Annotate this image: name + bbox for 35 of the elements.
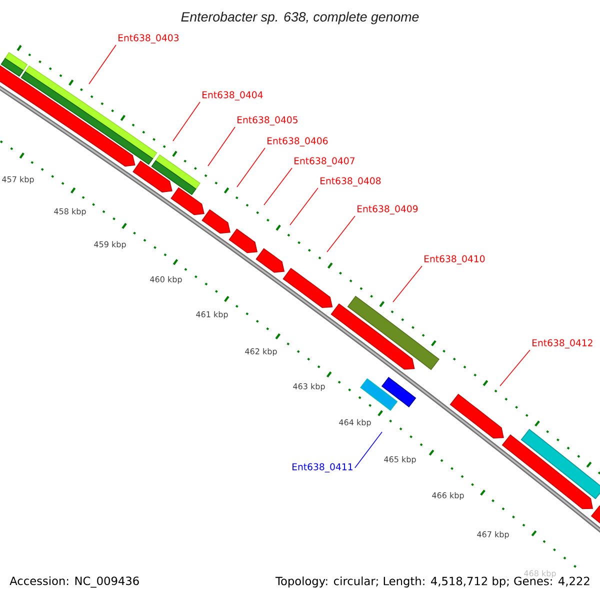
gene-label: Ent638_0409 bbox=[358, 205, 418, 214]
scale-label: 458 kbp bbox=[54, 208, 86, 216]
leader-line bbox=[326, 216, 356, 252]
scale-label: 465 kbp bbox=[384, 456, 416, 464]
footer-text: Accession: NC_009436 bbox=[10, 576, 139, 588]
scale-label: 467 kbp bbox=[477, 531, 509, 539]
leader-line bbox=[172, 102, 200, 142]
leader-line bbox=[208, 126, 236, 166]
leader-line bbox=[264, 168, 292, 206]
gene-label: Ent638_0405 bbox=[238, 116, 298, 126]
leader-line bbox=[88, 44, 116, 84]
leader-line bbox=[354, 432, 382, 468]
gene-label: Ent638_0410 bbox=[424, 255, 485, 264]
scale-label: 459 kbp bbox=[94, 241, 126, 249]
gene-label: Ent638_0407 bbox=[294, 157, 354, 166]
gene-label: Ent638_0408 bbox=[320, 177, 381, 186]
gene-label: Ent638_0406 bbox=[268, 137, 328, 146]
scale-label: 466 kbp bbox=[432, 492, 464, 500]
scale-label: 462 kbp bbox=[245, 348, 277, 356]
gene-label: Ent638_0412 bbox=[532, 339, 592, 348]
gene-label: Ent638_0403 bbox=[118, 34, 179, 44]
scale-label: 457 kbp bbox=[2, 176, 34, 184]
scale-label: 461 kbp bbox=[196, 311, 228, 319]
gene-label: Ent638_0404 bbox=[202, 91, 263, 100]
scale-label: 463 kbp bbox=[293, 383, 325, 391]
title: Enterobacter sp. 638, complete genome bbox=[181, 12, 419, 24]
footer-text: Topology: circular; Length: 4,518,712 bp; Genes: 4,222 bbox=[275, 576, 590, 588]
scale-label: 460 kbp bbox=[150, 276, 182, 284]
scale-label: 468 kbp bbox=[524, 570, 556, 578]
leader-line bbox=[500, 350, 530, 386]
leader-line bbox=[392, 266, 422, 302]
gene-label: Ent638_0411 bbox=[292, 463, 352, 472]
leader-line bbox=[290, 188, 318, 226]
leader-line bbox=[236, 148, 266, 188]
scale-label: 464 kbp bbox=[339, 419, 371, 427]
